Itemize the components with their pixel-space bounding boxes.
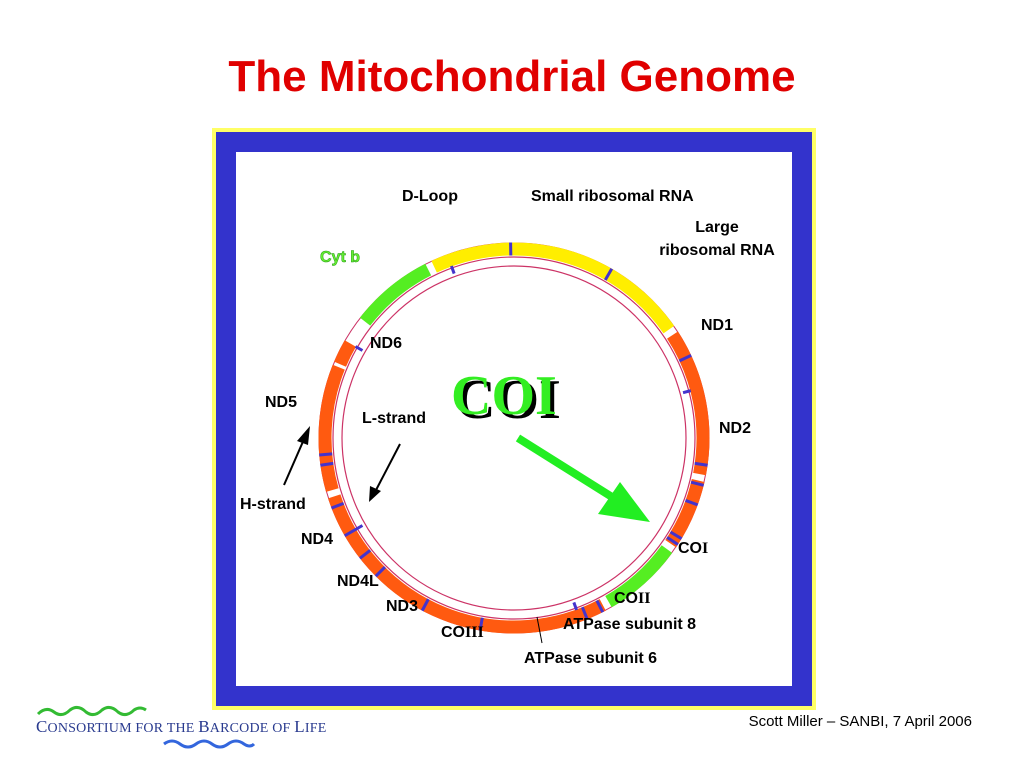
l-strand-arrow-line (374, 443, 401, 493)
slide-footer: Scott Miller – SANBI, 7 April 2006 (748, 713, 972, 730)
label-nd3: ND3 (386, 598, 418, 615)
label-h-strand: H-strand (240, 496, 306, 513)
atpase6-pointer (536, 616, 543, 644)
coi-arrow-shaft (515, 434, 615, 501)
label-co2: COII (614, 590, 650, 607)
big-coi-label: COI (451, 365, 557, 427)
h-strand-arrow-head (297, 426, 310, 445)
diagram-frame (212, 128, 816, 710)
l-strand-tick (354, 345, 364, 352)
gene-boundary-tick (684, 499, 699, 507)
gene-boundary-tick (690, 480, 705, 487)
label-co1: COI (678, 540, 708, 557)
label-co3: COIII (441, 624, 484, 641)
logo-waves (36, 705, 256, 749)
gene-boundary-tick (580, 606, 589, 620)
label-cyt-b: Cyt b (320, 249, 360, 266)
label-small-ribosomal-rna: Small ribosomal RNA (531, 188, 694, 205)
label-nd1: ND1 (701, 317, 733, 334)
label-atpase-subunit-8: ATPase subunit 8 (563, 616, 696, 633)
gene-boundary-tick (669, 530, 683, 540)
ring-segment-coi (605, 545, 673, 608)
label-l-strand: L-strand (362, 410, 426, 427)
ring-segment-nd2 (665, 478, 705, 548)
gene-boundary-tick (595, 599, 605, 613)
gene-ring (318, 242, 710, 634)
gene-boundary-tick (420, 598, 430, 612)
l-strand-tick (682, 389, 692, 395)
label-nd4l: ND4L (337, 573, 379, 590)
gene-boundary-tick (320, 461, 334, 467)
ring-segment-rrna (431, 242, 675, 334)
l-strand-tick (450, 265, 456, 275)
label-large-ribosomal-rna-line1: Large (695, 219, 739, 236)
label-d-loop: D-Loop (402, 188, 458, 205)
gene-boundary-tick (678, 354, 692, 363)
l-strand-arrow-head (369, 486, 381, 502)
inner-ring-outer (332, 256, 696, 620)
l-strand-tick (354, 524, 364, 531)
gene-boundary-tick (374, 565, 387, 578)
label-nd4: ND4 (301, 531, 333, 548)
l-strand-tick (572, 601, 578, 611)
label-nd6: ND6 (370, 335, 402, 352)
ring-segment-cyt-b (359, 263, 432, 326)
ring-segment-nd1 (667, 331, 710, 476)
l-strand-ring (341, 265, 687, 611)
slide-title: The Mitochondrial Genome (228, 52, 796, 101)
big-coi-shadow: COI (455, 369, 561, 431)
gene-boundary-tick (694, 461, 708, 467)
h-strand-arrow-line (283, 436, 306, 486)
ring-segment-coii-nd4 (328, 494, 606, 634)
ring-segment-nd6 (334, 340, 356, 367)
label-nd2: ND2 (719, 420, 751, 437)
logo-text: CONSORTIUM FOR THE BARCODE OF LIFE (36, 717, 327, 736)
coi-arrow-head (598, 482, 650, 522)
gene-boundary-tick (478, 617, 484, 631)
label-nd5: ND5 (265, 394, 297, 411)
gene-boundaries (319, 242, 708, 631)
label-large-ribosomal-rna-line2: ribosomal RNA (659, 242, 775, 259)
cbol-logo: CONSORTIUM FOR THE BARCODE OF LIFE (36, 700, 326, 750)
gene-boundary-tick (666, 536, 679, 546)
gene-boundary-tick (359, 549, 372, 560)
ring-segment-nd5 (318, 364, 345, 492)
gene-boundary-tick (330, 502, 345, 510)
gene-boundary-tick (319, 452, 333, 457)
gene-boundary-tick (343, 527, 357, 538)
gene-boundary-tick (603, 267, 614, 281)
label-atpase-subunit-6: ATPase subunit 6 (524, 650, 657, 667)
